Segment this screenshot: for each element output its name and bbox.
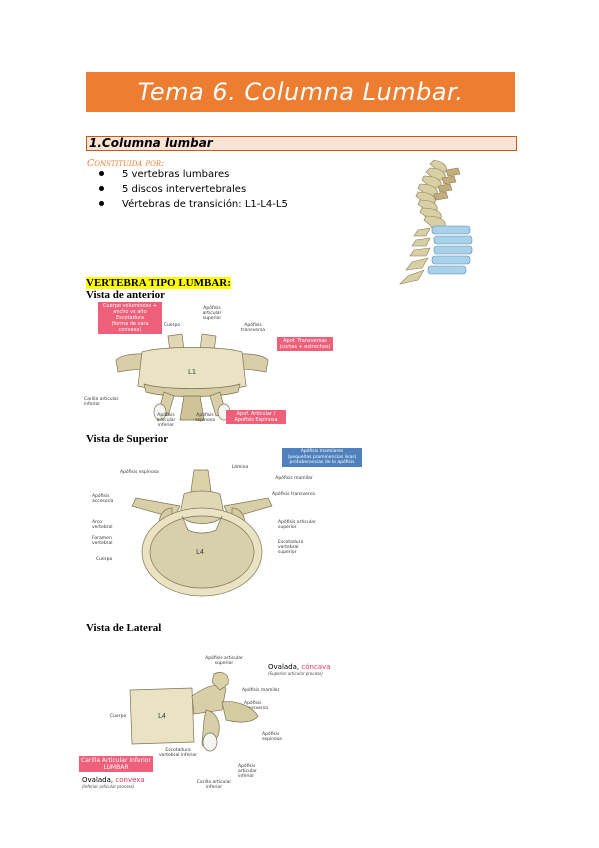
- superior-body-label: L4: [196, 549, 204, 556]
- lat-ovalada-bottom: Ovalada, convexa (Inferior articular pro…: [82, 776, 145, 789]
- label-sup-apof-espinosa: Apófisis espinosa: [120, 470, 159, 475]
- vertebra-tipo-heading: VERTEBRA TIPO LUMBAR:: [86, 277, 231, 289]
- label-apof-espinosa: Apófisis espinosa: [195, 413, 215, 423]
- label-sup-apof-articular-sup2: Apófisis articular superior: [278, 520, 316, 530]
- page-title: Tema 6. Columna Lumbar.: [86, 72, 515, 112]
- lat-ovalada-top: Ovalada, cóncava (Superior articular pro…: [268, 663, 331, 676]
- label-lat-articular-inf: Apófisis articular inferior: [238, 764, 257, 779]
- label-sup-apof-accesoria: Apófisis accesoria: [92, 494, 114, 504]
- label-lat-transversa: Apófisis transversa: [244, 701, 268, 711]
- label-sup-arco: Arco vertebral: [92, 520, 113, 530]
- anterior-callout-transversas: Apof. Transversas (cortas + estrechas): [277, 337, 333, 351]
- label-sup-apof-transversa: Apófisis transversa: [272, 492, 315, 497]
- label-carilla: Carilla articular inferior: [84, 397, 119, 407]
- constituida-label: Constituida por:: [87, 158, 165, 169]
- label-sup-lamina: Lámina: [231, 465, 249, 470]
- bullet-list: 5 vertebras lumbares 5 discos interverte…: [99, 167, 288, 212]
- label-lat-espinosa: Apófisis espinosa: [262, 732, 282, 742]
- superior-callout-mamilares: Apófisis mamilares (pequeñas prominencia…: [282, 448, 362, 467]
- section-heading: 1.Columna lumbar: [86, 136, 517, 151]
- superior-vertebra-illustration: L4: [131, 469, 273, 597]
- list-item: 5 vertebras lumbares: [99, 167, 288, 182]
- anterior-callout-articular: Apof. Articular / Apofisis Espinosa: [226, 410, 286, 424]
- label-apof-art-inf: Apófisis articular inferior: [156, 413, 176, 428]
- label-sup-escotadura: Escotadura vertebral superior: [278, 540, 304, 555]
- lateral-vertebra-illustration: L4: [129, 672, 259, 752]
- label-lat-mamilar: Apófisis mamilar: [242, 688, 280, 693]
- vista-superior-heading: Vista de Superior: [86, 433, 169, 445]
- vista-lateral-heading: Vista de Lateral: [86, 622, 162, 634]
- label-lat-escotadura: Escotadura vertebral inferior: [158, 748, 198, 758]
- lateral-body-label: L4: [158, 713, 166, 720]
- list-item: 5 discos intervertebrales: [99, 182, 288, 197]
- label-lat-cuerpo: Cuerpo: [110, 714, 127, 719]
- label-lat-top: Apófisis articular superior: [205, 656, 243, 666]
- lumbar-spine-illustration: [399, 159, 473, 285]
- label-apof-transversa: Apófisis transversa: [241, 323, 265, 333]
- bullet-icon: [99, 200, 104, 206]
- label-lat-carilla: Carilla articular inferior: [196, 780, 232, 790]
- anterior-callout-cuerpo: Cuerpo voluminoso + ancho vs alto Escota…: [98, 302, 162, 334]
- bullet-icon: [99, 185, 104, 191]
- label-apof-articular-sup: Apófisis articular superior: [202, 306, 222, 321]
- label-cuerpo: Cuerpo: [163, 323, 181, 328]
- vista-anterior-heading: Vista de anterior: [86, 289, 166, 301]
- label-sup-apof-mamilar: Apófisis mamilar: [275, 476, 313, 481]
- bullet-icon: [99, 170, 104, 176]
- anterior-body-label: L1: [188, 369, 196, 376]
- label-sup-cuerpo: Cuerpo: [96, 557, 113, 562]
- anterior-vertebra-illustration: L1: [115, 333, 269, 421]
- label-sup-foramen: Foramen vertebral: [92, 536, 113, 546]
- lateral-callout-carilla: Carilla Articular Inferior LUMBAR: [79, 756, 153, 772]
- list-item: Vértebras de transición: L1-L4-L5: [99, 197, 288, 212]
